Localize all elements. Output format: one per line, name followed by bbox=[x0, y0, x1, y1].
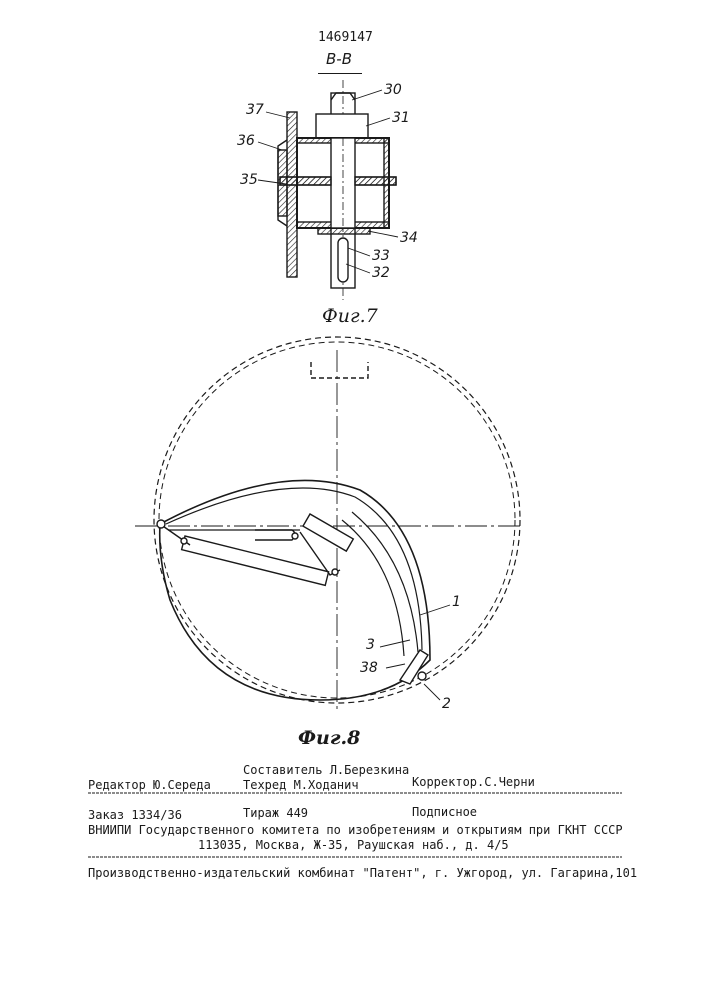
fig8-drawing bbox=[135, 337, 520, 712]
label-37: 37 bbox=[246, 102, 264, 118]
techred-line: Техред М.Ходанич bbox=[243, 778, 359, 792]
arc-guide bbox=[352, 512, 418, 652]
label-2: 2 bbox=[442, 696, 451, 712]
address-line: 113035, Москва, Ж-35, Раушская наб., д. … bbox=[198, 838, 509, 852]
label-30: 30 bbox=[384, 82, 402, 98]
label-36: 36 bbox=[237, 133, 255, 149]
label-31: 31 bbox=[392, 110, 410, 126]
cylinder bbox=[182, 536, 329, 585]
label-33: 33 bbox=[372, 248, 390, 264]
label-3: 3 bbox=[366, 637, 375, 653]
label-32: 32 bbox=[372, 265, 390, 281]
order-line: Заказ 1334/36 bbox=[88, 808, 182, 822]
organization-line: ВНИИПИ Государственного комитета по изоб… bbox=[88, 823, 623, 837]
label-35: 35 bbox=[240, 172, 258, 188]
washer bbox=[318, 228, 370, 234]
label-1: 1 bbox=[452, 594, 461, 610]
top-notch bbox=[311, 362, 368, 378]
nut bbox=[316, 114, 368, 138]
circulation-line: Тираж 449 bbox=[243, 806, 308, 820]
pivot-bottom bbox=[418, 672, 426, 680]
publisher-line: Производственно-издательский комбинат "П… bbox=[88, 866, 637, 880]
label-38: 38 bbox=[360, 660, 378, 676]
side-plate bbox=[287, 112, 297, 277]
compiler-line: Составитель Л.Березкина bbox=[243, 763, 409, 777]
pivot-left bbox=[157, 520, 165, 528]
fig8-caption: Фиг.8 bbox=[298, 727, 360, 749]
lever bbox=[303, 514, 353, 551]
key-slot bbox=[338, 238, 348, 282]
editor-line: Редактор Ю.Середа bbox=[88, 778, 211, 792]
label-34: 34 bbox=[400, 230, 418, 246]
fig7-caption: Фиг.7 bbox=[322, 305, 378, 327]
corrector-line: Корректор.С.Черни bbox=[412, 775, 535, 789]
subscription-line: Подписное bbox=[412, 805, 477, 819]
